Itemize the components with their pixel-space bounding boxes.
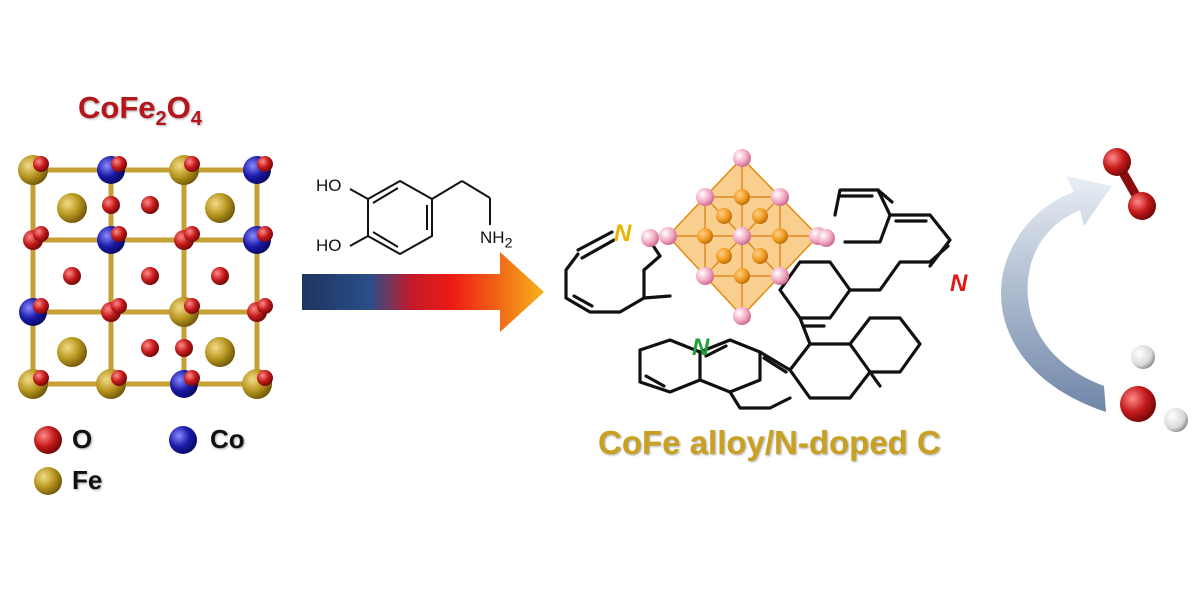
lattice-atom-o bbox=[141, 196, 159, 214]
legend-label-oxygen: O bbox=[72, 424, 93, 454]
dopamine-structure bbox=[349, 179, 491, 256]
lattice-atom-o bbox=[63, 267, 81, 285]
alloy-surface-atom bbox=[733, 227, 751, 245]
lattice-atom-o bbox=[141, 339, 159, 357]
n-doped-carbon-framework bbox=[564, 188, 952, 410]
lattice-atom-o bbox=[141, 267, 159, 285]
transformation-arrow bbox=[302, 252, 544, 332]
alloy-atom bbox=[716, 248, 732, 264]
reaction-curved-arrow bbox=[1001, 176, 1112, 412]
lattice-atom-o bbox=[111, 156, 127, 172]
lattice-atom-o bbox=[111, 298, 127, 314]
alloy-surface-atom bbox=[817, 229, 835, 247]
nitrogen-label-green: N bbox=[692, 334, 710, 361]
product-label: CoFe alloy/N-doped C bbox=[598, 424, 941, 461]
lattice-atom-o bbox=[33, 156, 49, 172]
alloy-atom bbox=[697, 228, 713, 244]
lattice-atom-fe bbox=[57, 337, 87, 367]
lattice-atom-o bbox=[257, 298, 273, 314]
legend-label-cobalt: Co bbox=[210, 424, 245, 454]
lattice-atom-o bbox=[184, 156, 200, 172]
precursor-title: CoFe2O4 bbox=[78, 90, 202, 131]
nitrogen-label-yellow: N bbox=[614, 220, 632, 247]
lattice-atom-o bbox=[102, 196, 120, 214]
alloy-atom bbox=[752, 208, 768, 224]
lattice-atom-fe bbox=[205, 337, 235, 367]
dopamine-ho-top: HO bbox=[316, 176, 342, 195]
alloy-surface-atom bbox=[733, 307, 751, 325]
alloy-surface-atom bbox=[696, 188, 714, 206]
lattice-atom-o bbox=[257, 156, 273, 172]
alloy-surface-atom bbox=[733, 149, 751, 167]
lattice-atom-o bbox=[111, 226, 127, 242]
lattice-atom-o bbox=[175, 339, 193, 357]
legend-oxygen-sphere bbox=[34, 426, 62, 454]
o2-molecule bbox=[1103, 148, 1156, 220]
alloy-surface-atom bbox=[771, 267, 789, 285]
alloy-atom bbox=[752, 248, 768, 264]
lattice-atom-o bbox=[33, 226, 49, 242]
cofe2o4-lattice bbox=[18, 155, 273, 399]
lattice-atom-fe bbox=[57, 193, 87, 223]
nitrogen-label-red: N bbox=[950, 270, 968, 297]
legend-label-iron: Fe bbox=[72, 465, 103, 495]
lattice-atom-fe bbox=[205, 193, 235, 223]
h2o-molecule bbox=[1120, 345, 1188, 432]
lattice-atom-o bbox=[33, 298, 49, 314]
alloy-atom bbox=[734, 268, 750, 284]
lattice-atom-o bbox=[211, 267, 229, 285]
alloy-surface-atom bbox=[771, 188, 789, 206]
lattice-atom-o bbox=[257, 226, 273, 242]
alloy-surface-atom bbox=[659, 227, 677, 245]
lattice-atom-o bbox=[33, 370, 49, 386]
lattice-atom-o bbox=[184, 226, 200, 242]
alloy-atom bbox=[716, 208, 732, 224]
lattice-atom-o bbox=[184, 370, 200, 386]
lattice-atom-o bbox=[111, 370, 127, 386]
lattice-atom-o bbox=[184, 298, 200, 314]
legend-iron-sphere bbox=[34, 467, 62, 495]
alloy-surface-atom bbox=[641, 229, 659, 247]
legend-cobalt-sphere bbox=[169, 426, 197, 454]
dopamine-ho-bottom: HO bbox=[316, 236, 342, 255]
alloy-surface-atom bbox=[696, 267, 714, 285]
alloy-atom bbox=[734, 189, 750, 205]
dopamine-nh2: NH2 bbox=[480, 228, 513, 252]
cofe-alloy-cluster bbox=[641, 149, 835, 325]
alloy-atom bbox=[772, 228, 788, 244]
lattice-atom-o bbox=[257, 370, 273, 386]
